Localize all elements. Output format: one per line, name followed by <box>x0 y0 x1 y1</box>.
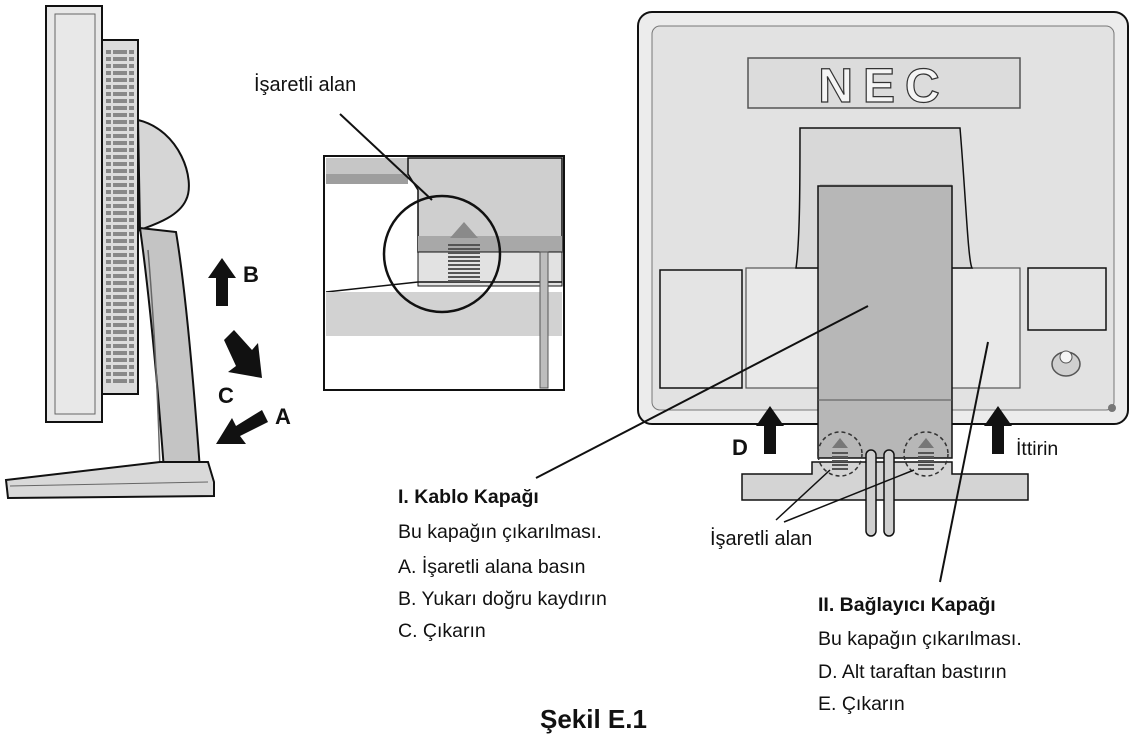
connector-cover-title: II. Bağlayıcı Kapağı <box>818 594 996 616</box>
detail-inset <box>323 155 565 391</box>
step-b-label: B <box>243 262 259 287</box>
label-marked-area-top: İşaretli alan <box>254 74 357 96</box>
cable-cover-step: A. İşaretli alana basın <box>398 556 586 578</box>
leader-marked-area-right <box>783 469 915 523</box>
side-view-monitor <box>4 5 215 500</box>
arrow-a-down-left <box>216 410 268 444</box>
figure-caption: Şekil E.1 <box>540 704 647 734</box>
leader-marked-area-top <box>339 113 433 201</box>
cable-cover-intro: Bu kapağın çıkarılması. <box>398 521 602 543</box>
rear-view-monitor: NEC <box>637 11 1129 537</box>
svg-text:NEC: NEC <box>818 60 949 113</box>
leader-cable-cover <box>535 305 869 479</box>
cable-cover-step: C. Çıkarın <box>398 620 486 642</box>
nec-logo: NEC <box>818 59 949 113</box>
connector-cover-intro: Bu kapağın çıkarılması. <box>818 628 1022 650</box>
cable-cover-title: I. Kablo Kapağı <box>398 486 539 508</box>
connector-cover-step: D. Alt taraftan bastırın <box>818 661 1007 683</box>
arrow-push-up <box>984 406 1012 454</box>
arrow-b-up <box>208 258 236 306</box>
cable-cover-step: B. Yukarı doğru kaydırın <box>398 588 607 610</box>
leader-marked-area-left <box>775 469 831 521</box>
step-a-label: A <box>275 404 291 429</box>
connector-cover-step: E. Çıkarın <box>818 693 905 715</box>
step-d-label: D <box>732 435 748 460</box>
step-c-label: C <box>218 383 234 408</box>
label-marked-area-bottom: İşaretli alan <box>710 528 813 550</box>
label-push: İttirin <box>1016 438 1059 460</box>
leader-connector-cover <box>939 341 989 583</box>
arrow-c-down-right <box>224 330 262 378</box>
arrow-d-up <box>756 406 784 454</box>
